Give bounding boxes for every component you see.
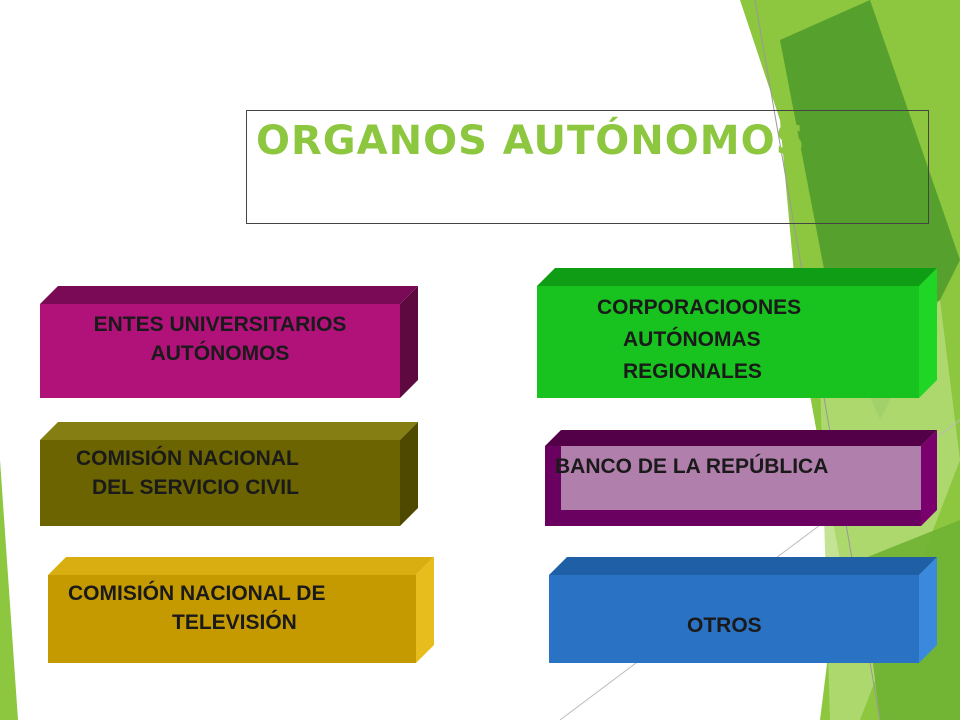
block-label: BANCO DE LA REPÚBLICA (555, 452, 925, 481)
block-label-line: COMISIÓN NACIONAL (76, 447, 299, 470)
block-label-line: AUTÓNOMOS (150, 342, 290, 365)
block-label-line: ENTES UNIVERSITARIOS (93, 313, 347, 336)
block-side-face (416, 557, 434, 663)
block-label: CORPORACIOONES AUTÓNOMAS REGIONALES (537, 292, 919, 388)
block-shape (537, 268, 937, 398)
block-top-face (537, 268, 937, 286)
block-side-face (919, 268, 937, 398)
block-side-face (921, 430, 937, 526)
block-label-line: TELEVISIÓN (172, 611, 297, 634)
page-title: ORGANOS AUTÓNOMOS (256, 118, 806, 164)
block-shape (545, 430, 937, 526)
block-top-face (48, 557, 434, 575)
block-label: COMISIÓN NACIONAL DE TELEVISIÓN (48, 579, 416, 637)
block-top-face (40, 286, 418, 304)
block-front-face (537, 286, 919, 398)
block-label-line: REGIONALES (623, 360, 762, 383)
block-label: OTROS (549, 611, 919, 640)
block-shape (549, 557, 937, 663)
block-side-face (919, 557, 937, 663)
block-top-face (549, 557, 937, 575)
block-label-line: OTROS (687, 614, 762, 637)
block-label-line: COMISIÓN NACIONAL DE (68, 582, 326, 605)
block-shape (40, 422, 418, 526)
block-label-line: CORPORACIOONES (597, 296, 802, 319)
block-inner-panel (561, 446, 921, 510)
block-shape (40, 286, 418, 398)
block-top-face (545, 430, 937, 446)
block-label: COMISIÓN NACIONAL DEL SERVICIO CIVIL (50, 444, 390, 502)
block-label-line: BANCO DE LA REPÚBLICA (555, 455, 829, 478)
block-label-line: DEL SERVICIO CIVIL (92, 476, 299, 499)
block-front-face (48, 575, 416, 663)
block-side-face (400, 286, 418, 398)
left-green-stripe (0, 460, 18, 720)
block-top-face (40, 422, 418, 440)
block-label-line: AUTÓNOMAS (623, 328, 761, 351)
block-front-face (40, 440, 400, 526)
block-front-face (40, 304, 400, 398)
title-box (246, 110, 929, 224)
block-label: ENTES UNIVERSITARIOS AUTÓNOMOS (40, 310, 400, 368)
block-shape (48, 557, 434, 663)
block-front-face (549, 575, 919, 663)
block-side-face (400, 422, 418, 526)
